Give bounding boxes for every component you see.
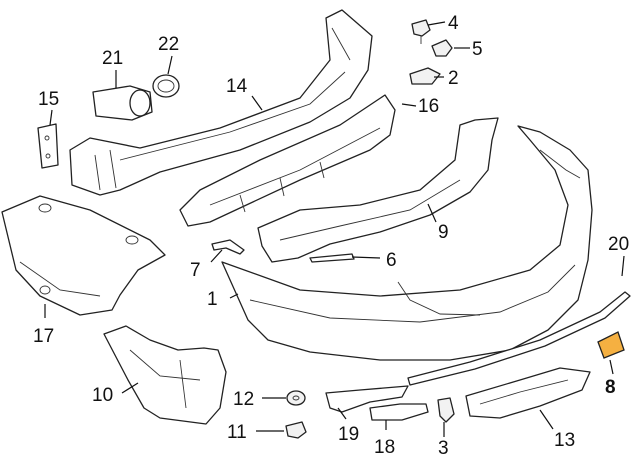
- part-9-bracket: [257, 117, 499, 263]
- callout-20: 20: [608, 234, 629, 255]
- callout-5: 5: [472, 39, 483, 60]
- part-18-reflector: [369, 403, 429, 421]
- callout-labels: 1 2 3 4 5 6 7 8 9 10 11 12 13 14 15 16 1…: [33, 13, 629, 459]
- leader-lines: [44, 21, 625, 437]
- callout-21: 21: [102, 48, 123, 69]
- callout-15: 15: [38, 89, 59, 110]
- part-5-screw: [431, 39, 453, 57]
- part-3-clip: [437, 397, 455, 423]
- callout-13: 13: [554, 430, 575, 451]
- part-7-clip: [211, 239, 245, 255]
- callout-17: 17: [33, 326, 54, 347]
- part-15-sensor-bracket: [37, 123, 59, 169]
- part-2-nut: [409, 67, 441, 85]
- callout-10: 10: [92, 385, 113, 406]
- part-21-parking-sensor: [92, 85, 153, 121]
- part-19-reflector: [325, 385, 409, 413]
- callout-7: 7: [190, 260, 201, 281]
- callout-22: 22: [158, 34, 179, 55]
- callout-12: 12: [233, 389, 254, 410]
- callout-18: 18: [374, 437, 395, 458]
- part-6-strip: [309, 253, 355, 263]
- part-1-bumper-cover: [221, 125, 593, 361]
- part-10-lower-bracket: [103, 325, 227, 425]
- callout-1: 1: [207, 289, 218, 310]
- callout-3: 3: [438, 438, 449, 459]
- part-4-clip: [411, 19, 431, 44]
- part-13-diffuser: [465, 367, 591, 419]
- callout-14: 14: [226, 76, 248, 97]
- callout-19: 19: [338, 424, 359, 445]
- callout-16: 16: [418, 96, 439, 117]
- callout-9: 9: [438, 222, 449, 243]
- callout-2: 2: [448, 68, 459, 89]
- part-12-grommet: [286, 390, 306, 406]
- callout-6: 6: [386, 250, 397, 271]
- part-14-reinforcement-beam: [69, 9, 373, 196]
- callout-8: 8: [605, 377, 616, 398]
- part-8-highlighted: [597, 331, 625, 359]
- callout-4: 4: [448, 13, 459, 34]
- part-17-side-panel: [1, 195, 166, 316]
- part-22-sensor-ring: [152, 74, 180, 98]
- part-11-bolt: [285, 421, 307, 439]
- part-16-energy-absorber: [179, 94, 396, 227]
- part-20-trim-strip: [407, 291, 631, 386]
- callout-11: 11: [227, 422, 247, 443]
